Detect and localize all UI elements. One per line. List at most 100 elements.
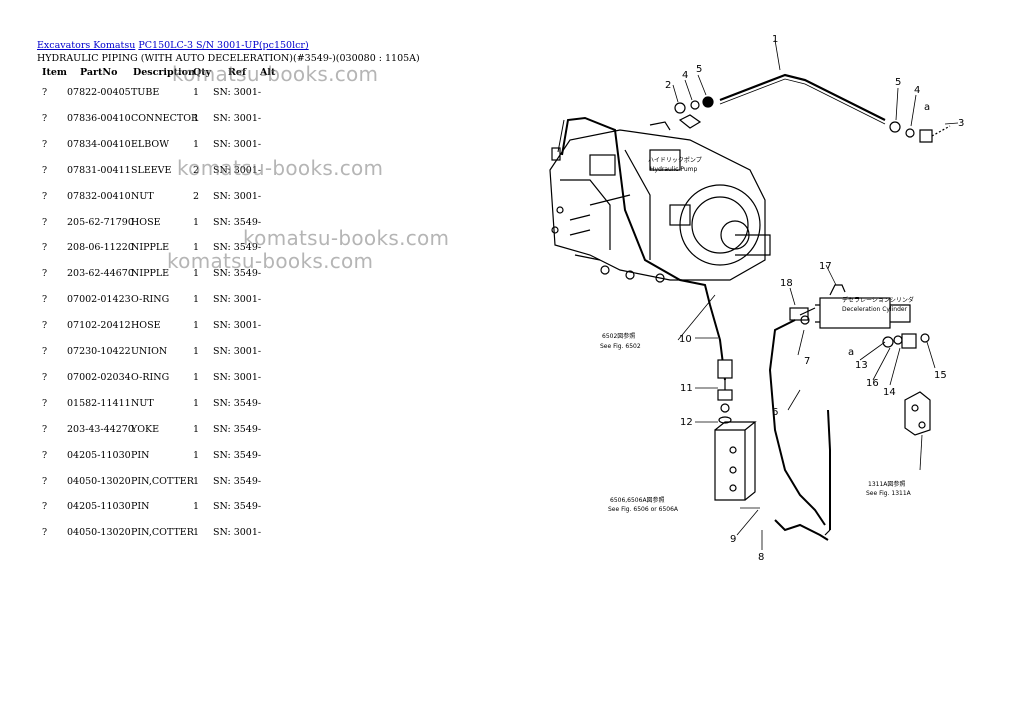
cell-qty: 1 xyxy=(193,112,200,124)
cell-ref: SN: 3549- xyxy=(213,501,262,513)
cell-qty: 2 xyxy=(193,190,200,202)
cell-qty: 1 xyxy=(193,527,200,539)
cell-partno: 01582-11411 xyxy=(67,397,131,409)
header-item: Item xyxy=(42,67,67,78)
cell-item: ? xyxy=(42,527,48,539)
cell-partno: 04050-13020 xyxy=(67,475,131,487)
cell-qty: 1 xyxy=(193,138,200,150)
cell-partno: 203-43-44270 xyxy=(67,423,134,435)
cell-item: ? xyxy=(42,294,48,306)
cell-partno: 07002-02034 xyxy=(67,371,131,383)
header-partno: PartNo xyxy=(80,67,118,78)
cell-item: ? xyxy=(42,242,48,254)
cell-ref: SN: 3001- xyxy=(213,320,262,332)
cell-ref: SN: 3001- xyxy=(213,190,262,202)
cell-item: ? xyxy=(42,268,48,280)
cell-item: ? xyxy=(42,190,48,202)
cell-ref: SN: 3001- xyxy=(213,346,262,357)
cell-qty: 1 xyxy=(193,216,200,228)
header-description: Description xyxy=(133,67,195,78)
pump-label-jp: ハイドリックポンプ xyxy=(648,156,702,164)
callout-2: 2 xyxy=(665,80,671,91)
cell-partno: 07831-00411 xyxy=(67,164,131,176)
cell-qty: 1 xyxy=(193,397,200,409)
callout-letter-a-top: a xyxy=(924,102,930,113)
cell-ref: SN: 3549- xyxy=(213,423,262,435)
cell-ref: SN: 3549- xyxy=(213,216,262,228)
cell-partno: 07834-00410 xyxy=(67,138,131,150)
cell-item: ? xyxy=(42,87,48,98)
cell-qty: 1 xyxy=(193,242,200,254)
cell-item: ? xyxy=(42,423,48,435)
cell-qty: 1 xyxy=(193,268,200,280)
cell-ref: SN: 3001- xyxy=(213,527,262,539)
cell-ref: SN: 3001- xyxy=(213,87,262,98)
hydraulic-pump-drawing xyxy=(549,114,771,283)
cell-item: ? xyxy=(42,475,48,487)
cell-description: SLEEVE xyxy=(131,164,172,176)
callout-7: 7 xyxy=(804,356,810,367)
cell-description: UNION xyxy=(131,346,168,357)
cell-qty: 1 xyxy=(193,475,200,487)
cell-partno: 07836-00410 xyxy=(67,112,131,124)
callout-8: 8 xyxy=(758,552,764,563)
cell-description: ELBOW xyxy=(131,138,169,150)
callout-9: 9 xyxy=(730,534,736,545)
cell-item: ? xyxy=(42,397,48,409)
callout-4: 4 xyxy=(682,70,688,81)
cell-description: O-RING xyxy=(131,294,170,306)
cell-description: YOKE xyxy=(131,423,160,435)
cell-ref: SN: 3001- xyxy=(213,371,262,383)
cell-description: O-RING xyxy=(131,371,170,383)
cell-item: ? xyxy=(42,138,48,150)
cell-description: PIN xyxy=(131,501,150,513)
cell-description: NUT xyxy=(131,190,154,202)
cell-ref: SN: 3001- xyxy=(213,112,262,124)
callout-11: 11 xyxy=(680,383,693,394)
cell-description: NUT xyxy=(131,397,154,409)
header-ref: Ref xyxy=(228,67,247,78)
callout-5-right: 5 xyxy=(895,77,901,88)
breadcrumb-link-model[interactable]: PC150LC-3 S/N 3001-UP(pc150lcr) xyxy=(138,40,309,51)
cell-ref: SN: 3001- xyxy=(213,164,262,176)
cylinder-label: Deceleration Cylinder xyxy=(842,306,908,313)
cell-item: ? xyxy=(42,501,48,513)
cell-partno: 203-62-44670 xyxy=(67,268,134,280)
callout-1: 1 xyxy=(772,34,778,45)
cell-partno: 07230-10422 xyxy=(67,346,131,357)
cell-description: PIN,COTTER xyxy=(131,527,194,539)
callout-10: 10 xyxy=(679,334,692,345)
cell-description: HOSE xyxy=(131,320,161,332)
cell-qty: 1 xyxy=(193,423,200,435)
cell-ref: SN: 3549- xyxy=(213,475,262,487)
cell-description: HOSE xyxy=(131,216,161,228)
cell-ref: SN: 3001- xyxy=(213,138,262,150)
hydraulic-piping-diagram: 1 2 3 4 5 5 4 6 7 18 9 10 11 12 13 14 15… xyxy=(549,34,964,563)
cylinder-label-jp: デセラレーションシリンダ xyxy=(842,296,914,304)
callout-4-right: 4 xyxy=(914,85,920,96)
cell-description: NIPPLE xyxy=(131,268,170,280)
cell-item: ? xyxy=(42,371,48,383)
cell-description: NIPPLE xyxy=(131,242,170,254)
cell-partno: 205-62-71790 xyxy=(67,216,134,228)
cell-item: ? xyxy=(42,449,48,461)
cell-item: ? xyxy=(42,216,48,228)
callout-16: 16 xyxy=(866,378,879,389)
cell-qty: 1 xyxy=(193,449,200,461)
breadcrumb-link-excavators[interactable]: Excavators Komatsu xyxy=(37,40,136,51)
ref-1311a: See Fig. 1311A xyxy=(866,490,912,497)
cell-partno: 07002-01423 xyxy=(67,294,131,306)
cell-description: TUBE xyxy=(131,87,160,98)
callout-6: 6 xyxy=(772,407,778,418)
ref-1311a-jp: 1311A図参照 xyxy=(868,480,905,488)
cell-qty: 1 xyxy=(193,371,200,383)
callout-17: 17 xyxy=(819,261,832,272)
breadcrumb: Excavators Komatsu PC150LC-3 S/N 3001-UP… xyxy=(37,40,309,51)
cell-partno: 208-06-11220 xyxy=(67,242,134,254)
cell-qty: 1 xyxy=(193,320,200,332)
cell-qty: 1 xyxy=(193,294,200,306)
cell-ref: SN: 3549- xyxy=(213,449,262,461)
cell-description: PIN xyxy=(131,449,150,461)
cell-description: PIN,COTTER xyxy=(131,475,194,487)
watermark-text: komatsu-books.com xyxy=(177,156,384,180)
